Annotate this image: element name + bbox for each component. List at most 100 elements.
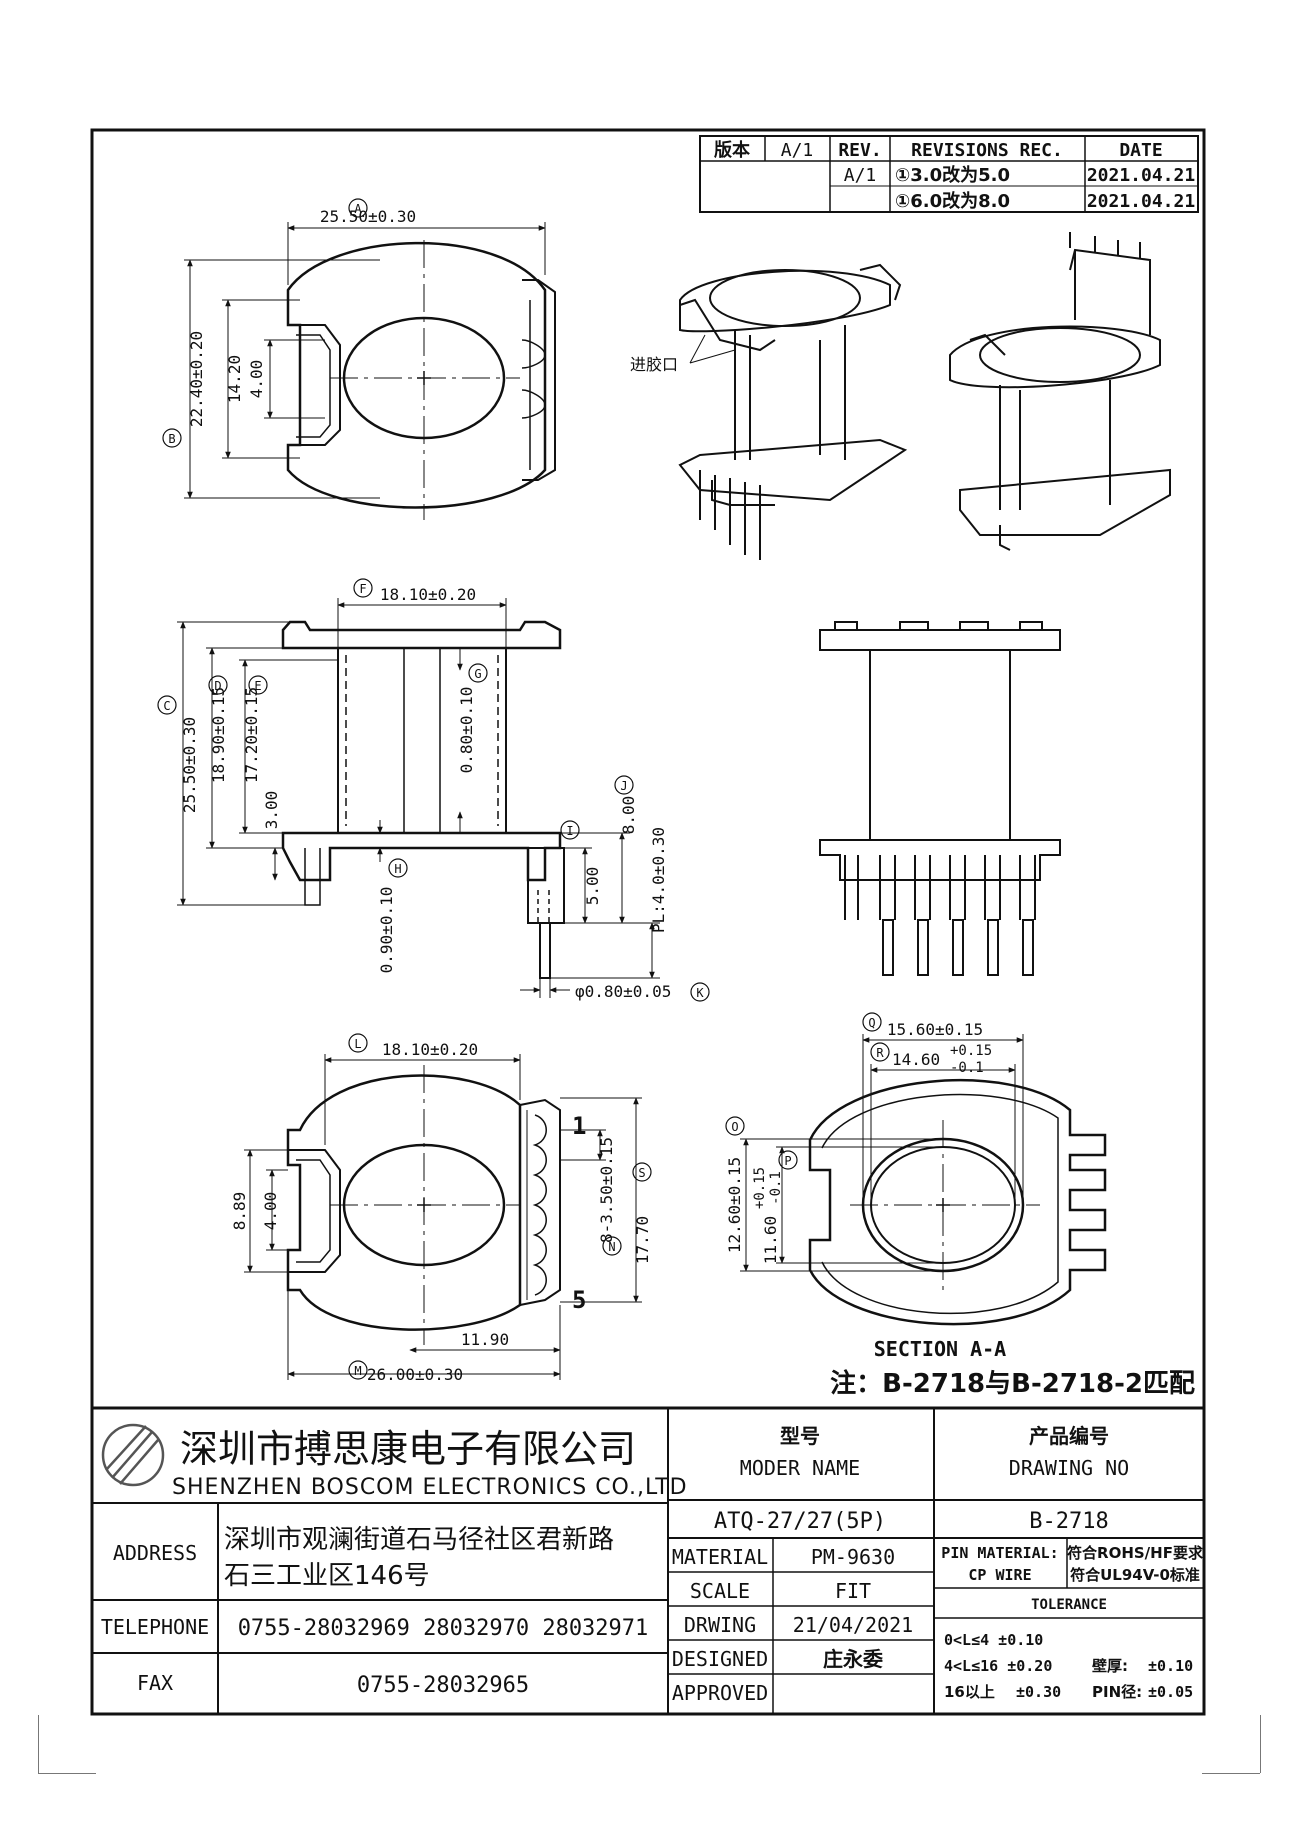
bottom-view-left-notch: [288, 1149, 341, 1273]
matching-note: 注：B-2718与B-2718-2匹配: [830, 1368, 1195, 1399]
model-label-en: MODER NAME: [740, 1456, 860, 1480]
dim-pl-text: PL:4.0±0.30: [649, 827, 668, 933]
front-view: [819, 621, 1061, 976]
dim-g-text: 0.80±0.10: [457, 687, 476, 774]
address-line-2: 石三工业区146号: [224, 1561, 430, 1591]
callout-i: I: [566, 824, 573, 838]
pin-1-label: 1: [572, 1112, 586, 1140]
model-name: ATQ-27/27(5P): [714, 1509, 886, 1534]
dim-400-top-text: 4.00: [247, 360, 266, 399]
drawing-border: [90, 128, 1206, 1716]
side-view-pin: [539, 922, 551, 979]
telephone: 0755-28032969 28032970 28032971: [238, 1616, 649, 1641]
callout-o: O: [731, 1120, 738, 1134]
callout-a-circle: [348, 198, 368, 218]
model-label-cn: 型号: [780, 1424, 820, 1448]
gate-label: 进胶口: [630, 355, 678, 374]
pin-diameter-value: ±0.05: [1148, 1683, 1193, 1701]
dim-m-text: 26.00±0.30: [367, 1365, 463, 1384]
dim-a-text: 25.50±0.30: [320, 207, 416, 226]
approved-label: APPROVED: [672, 1681, 768, 1705]
callout-r: R: [876, 1046, 884, 1060]
side-view-top-flange: [281, 620, 562, 650]
section-title: SECTION A-A: [874, 1337, 1006, 1361]
telephone-label: TELEPHONE: [101, 1615, 209, 1639]
dim-n-text: 8-3.50±0.15: [597, 1137, 616, 1243]
address-label: ADDRESS: [113, 1541, 197, 1565]
dim-q-text: 15.60±0.15: [887, 1020, 983, 1039]
callout-e: E: [254, 679, 261, 693]
dim-1190-text: 11.90: [461, 1330, 509, 1349]
callout-k: K: [696, 986, 704, 1000]
drawing-label-cn: 产品编号: [1029, 1424, 1109, 1448]
iso-view-back: [949, 232, 1171, 551]
top-view-flange: [522, 279, 556, 481]
callout-a: A: [354, 202, 362, 216]
dim-o-text: 12.60±0.15: [725, 1157, 744, 1253]
dim-300-text: 3.00: [262, 791, 281, 830]
callout-n: N: [608, 1240, 615, 1254]
bottom-view-outline: [286, 1074, 522, 1331]
callout-p: P: [784, 1154, 791, 1168]
cp-wire-value: 符合UL94V-0标准: [1070, 1566, 1200, 1584]
scale-label: SCALE: [690, 1579, 750, 1603]
drawing-date-label: DRWING: [684, 1613, 756, 1637]
company-logo: [101, 1423, 165, 1487]
dim-r-base-text: 14.60: [892, 1050, 940, 1069]
material-label: MATERIAL: [672, 1545, 768, 1569]
drawing-label-en: DRAWING NO: [1009, 1456, 1129, 1480]
side-view: [177, 598, 660, 998]
tolerance-label: TOLERANCE: [1031, 1597, 1107, 1613]
cp-wire-label: CP WIRE: [968, 1566, 1031, 1584]
top-view-left-notch: [288, 324, 341, 446]
dim-p-base-text: 11.60: [761, 1216, 780, 1264]
callout-c: C: [163, 699, 170, 713]
revision-row-2-text: ①6.0改为8.0: [895, 190, 1010, 212]
dim-r-plus-text: +0.15: [950, 1043, 992, 1059]
revision-table: 版本 A/1 REV. REVISIONS REC. DATE A/1 ①3.0…: [699, 135, 1199, 213]
top-view-outline: [286, 241, 547, 509]
callout-h: H: [394, 862, 401, 876]
dim-e-text: 17.20±0.15: [242, 687, 261, 783]
dim-i-text: 5.00: [583, 867, 602, 906]
section-view: [740, 1034, 1107, 1326]
pin-material-value: 符合ROHS/HF要求: [1067, 1544, 1204, 1562]
revision-row-2-date: 2021.04.21: [1087, 191, 1195, 212]
dim-p-minus-text: -0.1: [768, 1171, 784, 1205]
dim-889-text: 8.89: [230, 1192, 249, 1231]
crop-mark-right-h: [1202, 1773, 1260, 1774]
callout-m: M: [354, 1364, 361, 1378]
material: PM-9630: [811, 1545, 895, 1569]
dim-j-text: 8.00: [619, 796, 638, 835]
dim-400-bottom-text: 4.00: [261, 1192, 280, 1231]
drawing-number: B-2718: [1029, 1509, 1108, 1534]
crop-mark-right-v: [1260, 1715, 1261, 1773]
tolerance-1: 0<L≤4 ±0.10: [944, 1631, 1043, 1649]
dim-1420-text: 14.20: [225, 355, 244, 403]
dim-k-text: φ0.80±0.05: [575, 982, 671, 1001]
dim-c-text: 25.50±0.30: [180, 717, 199, 813]
designer: 庄永委: [823, 1647, 883, 1671]
crop-mark-left-v: [38, 1715, 39, 1773]
callout-b-circle: [162, 428, 182, 448]
date-header: DATE: [1119, 140, 1162, 161]
wall-thickness-value: ±0.10: [1148, 1657, 1193, 1675]
dim-b-text: 22.40±0.20: [187, 331, 206, 427]
callout-f: F: [359, 582, 366, 596]
crop-mark-left-h: [38, 1773, 96, 1774]
version-value: A/1: [781, 140, 814, 161]
tolerance-3-range: 16以上: [944, 1683, 995, 1701]
pin-material-label: PIN MATERIAL:: [941, 1544, 1058, 1562]
records-header: REVISIONS REC.: [911, 140, 1063, 161]
side-view-bottom-flange: [281, 831, 562, 882]
dim-p-plus-text: +0.15: [752, 1167, 768, 1209]
top-view: [184, 222, 556, 520]
callout-d: D: [214, 679, 221, 693]
fax: 0755-28032965: [357, 1673, 529, 1698]
callout-g: G: [474, 667, 481, 681]
dim-f-text: 18.10±0.20: [380, 585, 476, 604]
rev-header: REV.: [838, 140, 881, 161]
section-view-outline: [808, 1079, 1107, 1326]
company-name-cn: 深圳市搏思康电子有限公司: [180, 1427, 636, 1471]
